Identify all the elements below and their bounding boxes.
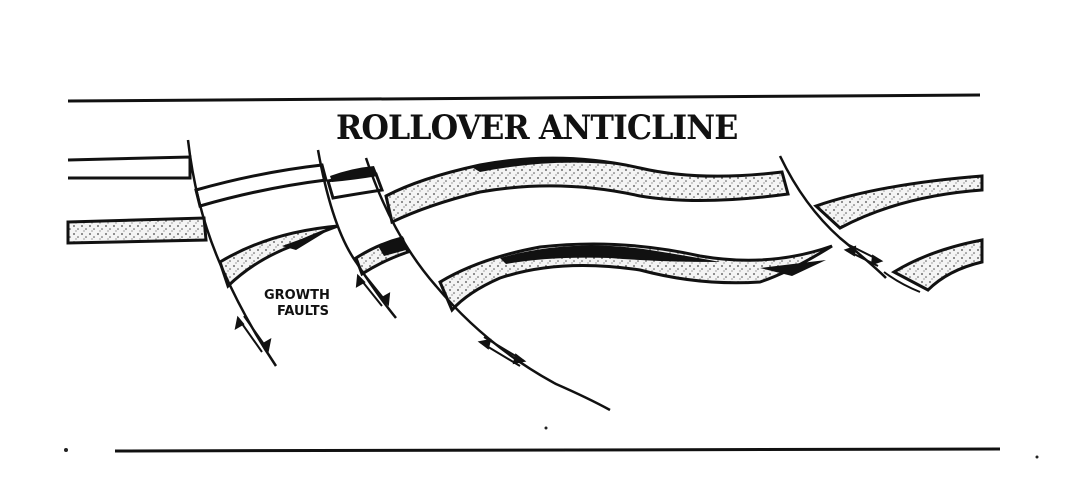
block2-pinchout <box>282 228 332 250</box>
diagram-title: ROLLOVER ANTICLINE <box>336 108 738 148</box>
fault-arrows <box>234 244 884 367</box>
rollover-lower-dark-lens <box>500 245 720 264</box>
right-upper-bed <box>813 174 984 230</box>
left-sand-bed <box>66 216 208 245</box>
right-minor-fault <box>883 271 921 293</box>
main-growth-fault <box>364 157 611 412</box>
right-growth-fault <box>778 155 887 279</box>
bottom-border-line <box>114 447 1001 453</box>
left-upper-bed <box>67 155 192 180</box>
block3-lower-dark <box>378 238 406 256</box>
rollover-lower-bed <box>438 242 833 313</box>
growth-faults-label-line1: GROWTH <box>264 288 330 303</box>
block2-upper-bed <box>194 163 328 208</box>
rollover-upper-bed <box>384 156 790 225</box>
top-border-line <box>67 93 981 103</box>
rollover-upper-dark-lens <box>470 157 620 172</box>
block3-dark-cap <box>330 166 378 182</box>
rollover-lower-tail <box>760 260 826 276</box>
growth-fault-2 <box>316 149 397 319</box>
right-lower-bed <box>890 238 984 292</box>
growth-faults-label-line2: FAULTS <box>277 304 329 319</box>
